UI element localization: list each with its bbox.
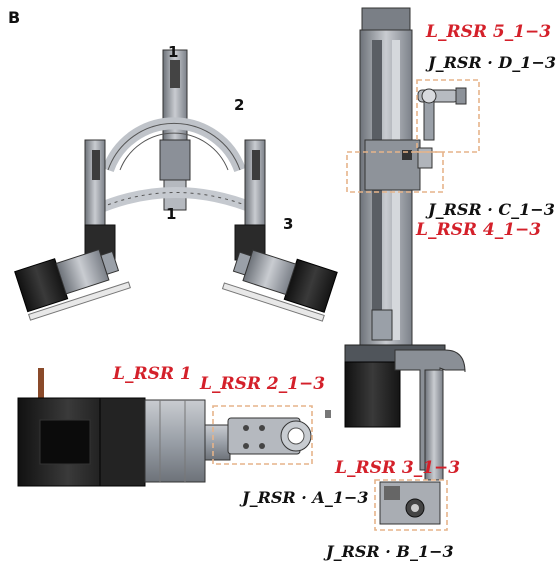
motor-assembly [17, 368, 331, 487]
frame-joint-a [212, 405, 313, 465]
frame-joint-b [374, 479, 448, 531]
panel-label: B [8, 8, 21, 27]
label-lrsr2: L_RSR 2_1−3 [200, 374, 326, 394]
label-lrsr1: L_RSR 1 [113, 364, 192, 384]
tall-column-assembly [344, 7, 467, 525]
assembly-number-arc: 2 [234, 96, 245, 114]
assembly-number-top: 1 [168, 43, 179, 61]
frame-joint-d [416, 79, 480, 153]
mechanism-drawing [14, 7, 480, 531]
label-lrsr3: L_RSR 3_1−3 [335, 458, 461, 478]
label-lrsr5: L_RSR 5_1−3 [426, 22, 552, 42]
assembly-number-ring: 1 [166, 205, 177, 223]
assembly-number-right: 3 [283, 215, 294, 233]
frame-joint-c [346, 151, 444, 193]
label-joint-b: J_RSR · B_1−3 [326, 542, 454, 561]
label-joint-a: J_RSR · A_1−3 [242, 488, 369, 507]
tripod-assembly [14, 49, 338, 322]
label-lrsr4: L_RSR 4_1−3 [416, 220, 542, 240]
label-joint-c: J_RSR · C_1−3 [428, 200, 555, 219]
label-joint-d: J_RSR · D_1−3 [428, 53, 556, 72]
